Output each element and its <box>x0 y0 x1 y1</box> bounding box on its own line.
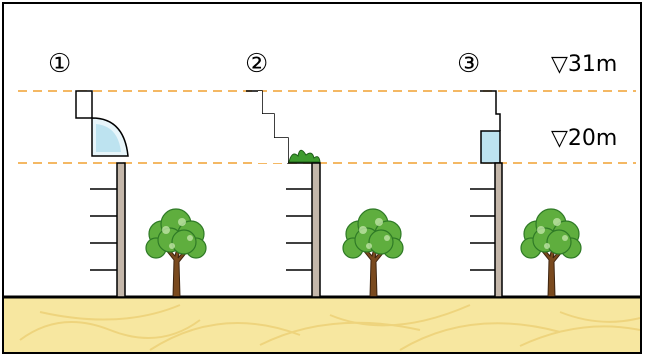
building-3-upper-profile <box>480 90 501 131</box>
building-1-floor-lines <box>90 188 117 271</box>
tree-3 <box>520 208 582 298</box>
building-3 <box>470 90 503 298</box>
building-2 <box>246 90 321 298</box>
building-3-floor-lines <box>470 188 495 271</box>
tree-crown <box>145 208 207 259</box>
building-2-wall-shadow <box>258 91 288 163</box>
building-1-wall-shadow <box>116 162 126 298</box>
building-1-upper-wall <box>75 90 93 119</box>
panel-marker-1: ① <box>48 49 72 79</box>
ground-texture <box>19 304 641 351</box>
panel-marker-2: ② <box>245 49 269 79</box>
building-2-roof-plants <box>288 149 321 163</box>
building-3-wall-shadow <box>494 162 503 298</box>
level-label-31m: ▽31m <box>551 52 618 77</box>
panel-marker-3: ③ <box>457 49 481 79</box>
tree-crown <box>520 208 582 259</box>
building-1-dome-inner <box>96 124 121 152</box>
level-label-20m: ▽20m <box>551 126 618 151</box>
building-2-lower-wall <box>311 162 321 298</box>
building-2-floor-lines <box>286 188 312 271</box>
tree-crown <box>342 208 404 259</box>
building-3-glass-band <box>480 130 501 164</box>
building-1 <box>75 90 129 298</box>
tree-1 <box>145 208 207 298</box>
tree-2 <box>342 208 404 298</box>
